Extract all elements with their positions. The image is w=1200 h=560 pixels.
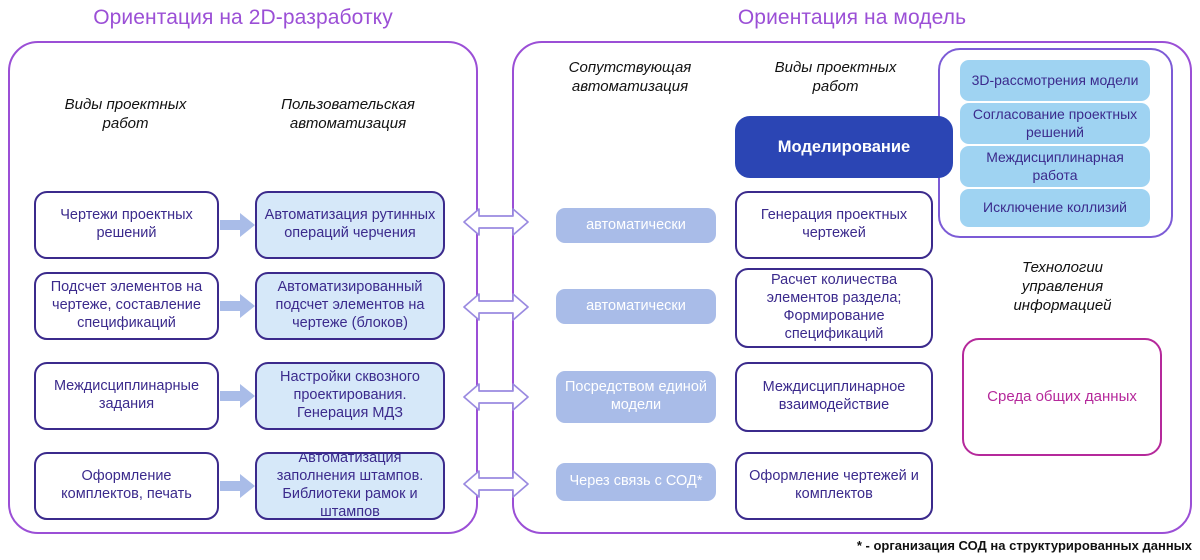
left-automation-box[interactable]: Автоматизированный подсчет элементов на … bbox=[255, 272, 445, 340]
right-work-type-box[interactable]: Оформление чертежей и комплектов bbox=[735, 452, 933, 520]
capability-pill[interactable]: Исключение коллизий bbox=[960, 189, 1150, 227]
left-automation-box[interactable]: Настройки сквозного проектирования. Гене… bbox=[255, 362, 445, 430]
common-data-environment-box[interactable]: Среда общих данных bbox=[962, 338, 1162, 456]
automation-chip[interactable]: Через связь с СОД* bbox=[556, 463, 716, 501]
left-work-type-box[interactable]: Междисциплинарные задания bbox=[34, 362, 219, 430]
left-automation-box[interactable]: Автоматизация заполнения штампов. Библио… bbox=[255, 450, 445, 520]
capability-pill[interactable]: 3D-рассмотрения модели bbox=[960, 60, 1150, 101]
right-work-type-box[interactable]: Расчет количества элементов раздела; Фор… bbox=[735, 268, 933, 348]
right-work-type-box[interactable]: Генерация проектных чертежей bbox=[735, 191, 933, 259]
left-automation-box[interactable]: Автоматизация рутинных операций черчения bbox=[255, 191, 445, 259]
left-work-type-box[interactable]: Подсчет элементов на чертеже, составлени… bbox=[34, 272, 219, 340]
left-work-type-box[interactable]: Чертежи проектных решений bbox=[34, 191, 219, 259]
automation-chip[interactable]: автоматически bbox=[556, 208, 716, 243]
capability-pill[interactable]: Согласование проектных решений bbox=[960, 103, 1150, 144]
flow-arrow-right-icon bbox=[220, 474, 255, 498]
automation-chip[interactable]: автоматически bbox=[556, 289, 716, 324]
modeling-box[interactable]: Моделирование bbox=[735, 116, 953, 178]
footnote-text: * - организация СОД на структурированных… bbox=[856, 538, 1192, 553]
bidirectional-link-arrow-icon bbox=[463, 208, 529, 236]
flow-arrow-right-icon bbox=[220, 213, 255, 237]
bidirectional-link-arrow-icon bbox=[463, 293, 529, 321]
right-panel-title: Ориентация на модель bbox=[737, 6, 967, 29]
bidirectional-link-arrow-icon bbox=[463, 383, 529, 411]
bidirectional-link-arrow-icon bbox=[463, 470, 529, 498]
capability-pill[interactable]: Междисциплинарная работа bbox=[960, 146, 1150, 187]
flow-arrow-right-icon bbox=[220, 384, 255, 408]
left-work-type-box[interactable]: Оформление комплектов, печать bbox=[34, 452, 219, 520]
flow-arrow-right-icon bbox=[220, 294, 255, 318]
automation-chip[interactable]: Посредством единой модели bbox=[556, 371, 716, 423]
right-work-type-box[interactable]: Междисциплинарное взаимодействие bbox=[735, 362, 933, 432]
left-panel-title: Ориентация на 2D-разработку bbox=[93, 6, 393, 29]
